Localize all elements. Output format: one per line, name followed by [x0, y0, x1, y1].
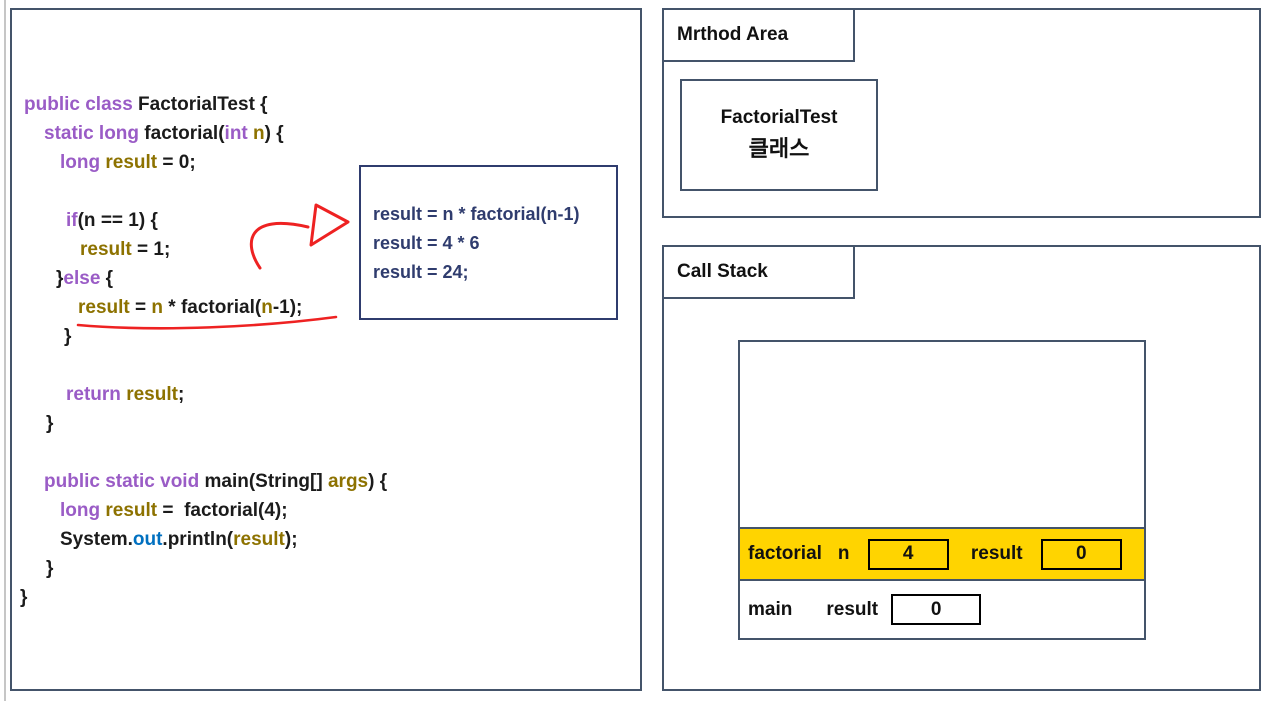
class-box: FactorialTest 클래스: [680, 79, 878, 191]
code-line: }: [64, 326, 72, 347]
code-line: result = n * factorial(n-1);: [78, 297, 303, 318]
code-line: public static void main(String[] args) {: [44, 471, 388, 492]
annotation-line: result = n * factorial(n-1): [373, 204, 580, 224]
code-line: }: [46, 413, 54, 434]
variable-label: result: [826, 598, 879, 620]
code-line: if(n == 1) {: [66, 210, 158, 231]
call-stack-label: Call Stack: [662, 245, 855, 299]
class-box-name: FactorialTest: [720, 107, 838, 128]
stack-frame-main: main result 0: [740, 581, 1144, 638]
code-block: public class FactorialTest { static long …: [12, 90, 634, 612]
slide-edge-line: [4, 0, 6, 701]
variable-value-box: 4: [867, 538, 949, 570]
method-area-label: Mrthod Area: [662, 8, 855, 62]
code-line: result = 1;: [80, 239, 171, 260]
variable-label: n: [837, 543, 850, 564]
code-line: static long factorial(int n) {: [44, 123, 284, 144]
annotation-lines: result = n * factorial(n-1) result = 4 * …: [373, 200, 616, 287]
method-area-panel: Mrthod Area FactorialTest 클래스: [662, 8, 1261, 218]
code-line: long result = factorial(4);: [60, 500, 288, 521]
code-line: long result = 0;: [60, 152, 196, 173]
code-line: }: [20, 587, 28, 608]
code-line: }: [46, 558, 54, 579]
call-stack-title: Call Stack: [677, 261, 768, 282]
annotation-box: result = n * factorial(n-1) result = 4 * …: [359, 165, 618, 320]
class-box-korean-label: 클래스: [748, 136, 810, 161]
code-line: System.out.println(result);: [60, 529, 298, 550]
annotation-line: result = 24;: [373, 262, 469, 282]
variable-value-box: 0: [891, 594, 982, 625]
code-line: }else {: [56, 268, 114, 289]
code-panel: public class FactorialTest { static long …: [10, 8, 642, 691]
code-line: public class FactorialTest {: [24, 94, 268, 115]
method-area-title: Mrthod Area: [677, 24, 789, 45]
frame-name-label: main: [748, 598, 793, 620]
frame-name-label: factorial: [748, 543, 822, 564]
variable-label: result: [970, 543, 1023, 564]
variable-value-box: 0: [1040, 538, 1122, 570]
code-line: [12, 438, 634, 467]
code-line: [12, 351, 634, 380]
code-line: return result;: [66, 384, 185, 405]
annotation-line: result = 4 * 6: [373, 233, 480, 253]
